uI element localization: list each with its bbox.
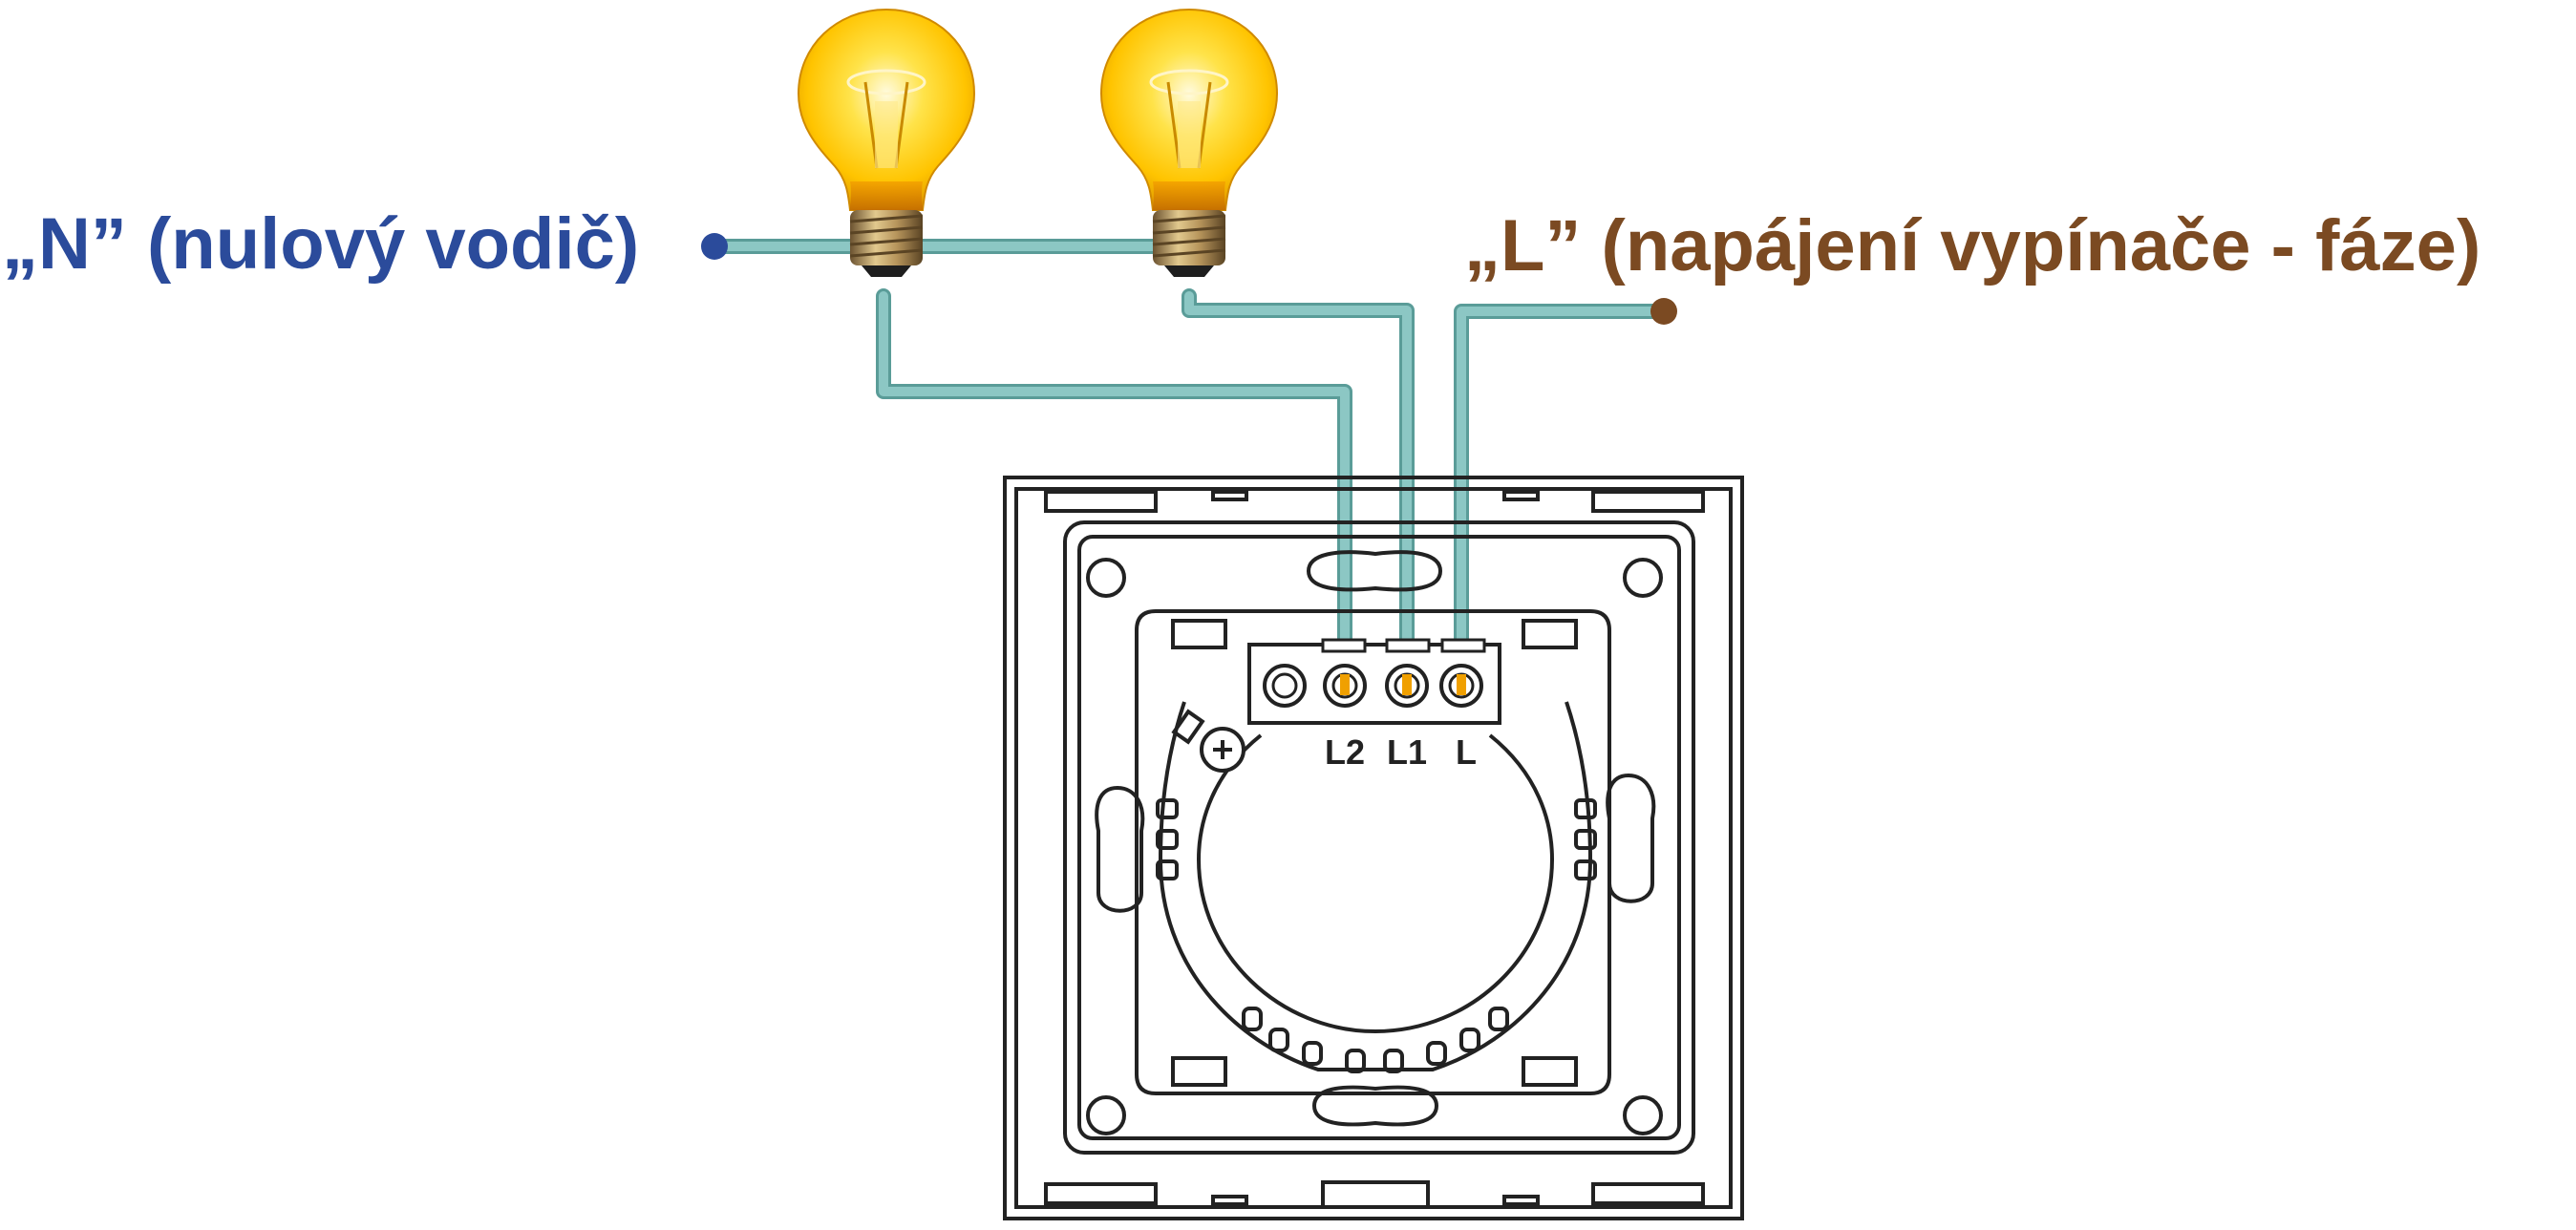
phase-wire <box>1454 304 1671 690</box>
l-wire-tip <box>1457 674 1466 695</box>
light-bulb-icon <box>1099 8 1279 279</box>
neutral-wire-label: „N” (nulový vodič) <box>2 203 640 285</box>
screw-terminal-icon <box>1263 664 1307 708</box>
terminal-label-l2: L2 <box>1325 732 1365 772</box>
switch-back-plate <box>1003 476 1744 1220</box>
l1-wire <box>1182 288 1415 690</box>
phase-terminal-dot <box>1650 298 1677 325</box>
l1-wire-tip <box>1402 674 1412 695</box>
terminal-label-l1: L1 <box>1387 732 1427 772</box>
light-bulb-icon <box>797 8 976 279</box>
phase-wire-label: „L” (napájení vypínače - fáze) <box>1464 205 2481 286</box>
neutral-terminal-dot <box>701 233 728 260</box>
terminal-label-l: L <box>1456 732 1477 772</box>
l2-wire-tip <box>1340 674 1350 695</box>
mounting-screw-icon <box>1200 727 1245 773</box>
